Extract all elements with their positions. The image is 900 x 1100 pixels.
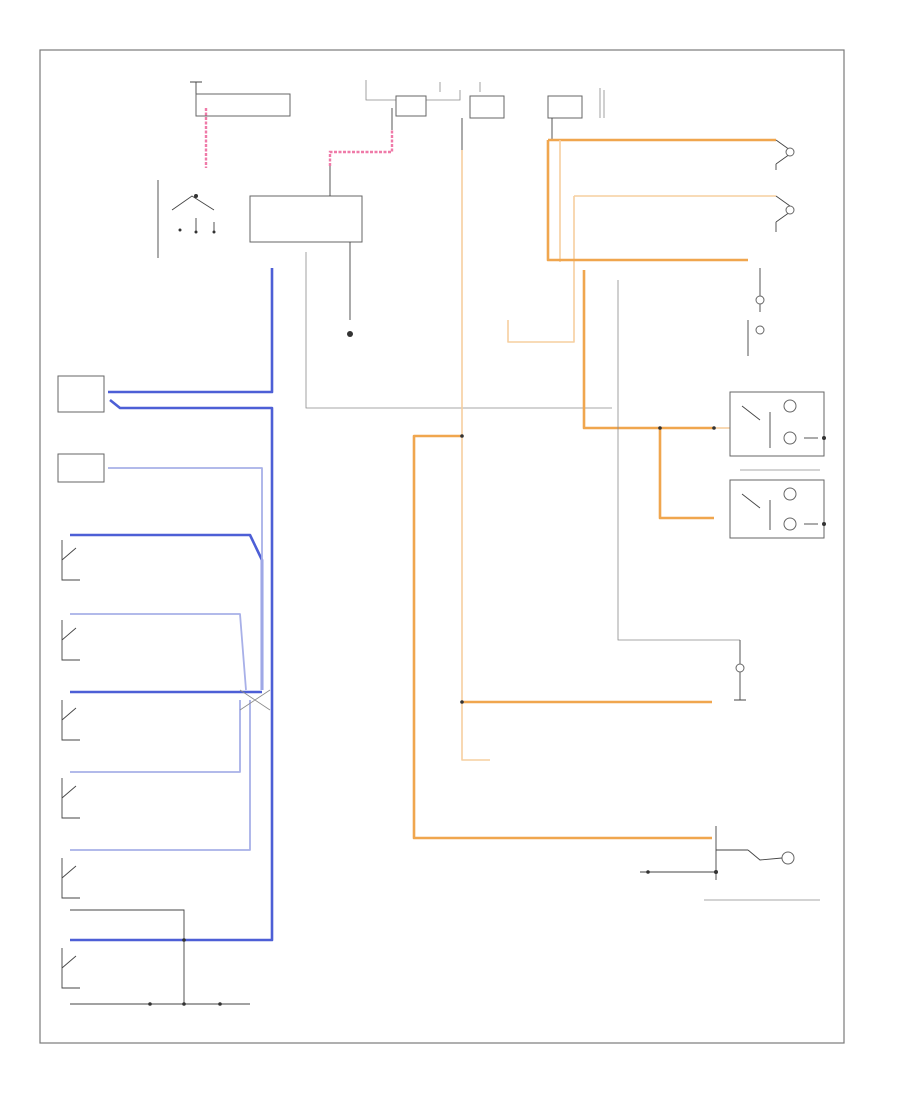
door-switch-harness — [70, 268, 274, 942]
lamp-2 — [775, 195, 795, 232]
cargo-lamp — [734, 640, 746, 701]
door-jamb-switch-6 — [61, 948, 80, 989]
mirror-lamp-left — [729, 479, 826, 539]
courtesy-module — [249, 80, 612, 409]
door-jamb-switch-2 — [61, 620, 80, 661]
courtesy-lamps — [640, 139, 826, 901]
underhood-lamp — [640, 826, 820, 901]
diagram-frame — [39, 49, 845, 1044]
door-jamb-switch-4 — [61, 778, 80, 819]
door-jamb-switch-3 — [61, 700, 80, 741]
mirror-lamp-right — [712, 391, 826, 457]
door-jamb-switch-1 — [61, 540, 80, 581]
left-components — [57, 375, 250, 1006]
light-switch-group — [157, 81, 291, 258]
lamp-feed-harness — [412, 138, 776, 840]
door-jamb-switch-5 — [61, 858, 80, 899]
fuse-block — [439, 82, 605, 150]
lamp-3 — [747, 268, 765, 356]
lamp-1 — [775, 139, 795, 170]
